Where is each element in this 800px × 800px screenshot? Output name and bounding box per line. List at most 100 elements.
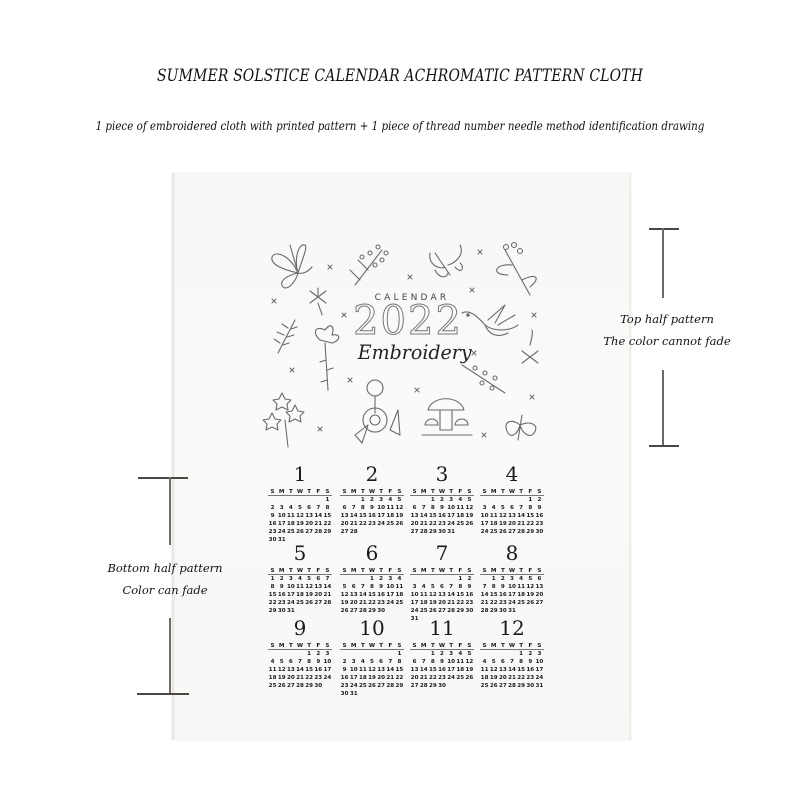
bottom-half-note-line1: Bottom half pattern [107,561,223,575]
day-cell: 19 [489,675,498,681]
moth-icon [429,244,464,278]
day-cell: 20 [410,675,419,681]
day-cell: 19 [277,675,286,681]
day-cell: 4 [519,576,524,582]
day-cell: 28 [419,529,428,535]
day-cell: 7 [316,505,321,511]
weekday-header: T [360,643,365,649]
weekday-header: T [307,643,312,649]
day-cell: 14 [419,513,428,519]
day-cell [410,575,419,583]
day-cell: 10 [349,667,358,673]
day-cell: 20 [349,600,358,606]
day-cell: 2 [370,497,374,503]
day-cell [340,575,349,583]
day-cell: 8 [491,584,496,590]
day-cell [358,650,367,658]
day-cell: 9 [440,659,444,665]
day-cell: 24 [286,600,295,606]
day-cell: 29 [268,608,277,614]
month-number: 3 [435,462,449,486]
weekday-header: S [270,643,275,649]
day-cell: 5 [430,584,435,590]
day-cell: 22 [358,521,367,527]
day-cell: 31 [286,608,295,614]
weekday-header: T [307,489,312,495]
day-cell: 16 [314,667,323,673]
day-cell: 18 [419,600,428,606]
day-cell: 17 [447,667,456,673]
weekday-header: S [397,568,402,574]
day-cell [386,690,395,698]
day-cell: 13 [438,592,446,598]
weekday-header: M [278,489,285,495]
day-cell: 22 [268,600,277,606]
day-cell [323,682,332,690]
day-cell: 11 [480,667,489,673]
day-cell: 3 [288,576,293,582]
day-cell: 28 [296,683,304,689]
day-cell: 24 [277,529,286,535]
day-cell: 16 [438,667,446,673]
day-cell [498,650,507,658]
day-cell [349,575,358,583]
day-cell: 15 [526,513,535,519]
day-cell: 6 [316,576,321,582]
weekday-header: W [296,643,304,649]
day-cell: 18 [480,675,489,681]
day-cell: 3 [537,651,542,657]
day-cell: 29 [489,608,498,614]
day-cell: 5 [491,659,496,665]
day-cell: 25 [395,600,404,606]
day-cell: 9 [342,667,347,673]
day-cell: 14 [447,592,456,598]
day-cell: 26 [526,600,535,606]
day-cell: 3 [449,497,454,503]
day-cell: 11 [386,505,395,511]
berry-branch-icon [496,241,537,296]
day-cell: 15 [428,513,437,519]
day-cell: 27 [314,600,323,606]
day-cell: 17 [286,592,295,598]
day-cell: 23 [377,600,386,606]
day-cell [480,650,489,658]
day-cell: 16 [377,592,386,598]
day-cell: 26 [340,608,349,614]
day-cell: 10 [323,659,332,665]
day-cell: 16 [535,513,544,519]
day-cell: 7 [298,659,302,665]
leafy-branch-icon [461,364,506,394]
day-cell: 16 [438,513,446,519]
day-cell: 15 [395,667,404,673]
day-cell: 13 [340,513,349,519]
day-cell: 18 [296,592,304,598]
day-cell: 13 [535,584,544,590]
weekday-header: M [420,568,427,574]
day-cell: 29 [428,683,437,689]
day-cell: 10 [535,659,544,665]
day-cell: 21 [517,521,526,527]
day-cell [410,650,419,658]
day-cell: 16 [340,675,349,681]
small-flower-icon [309,287,327,316]
day-cell: 25 [456,675,465,681]
